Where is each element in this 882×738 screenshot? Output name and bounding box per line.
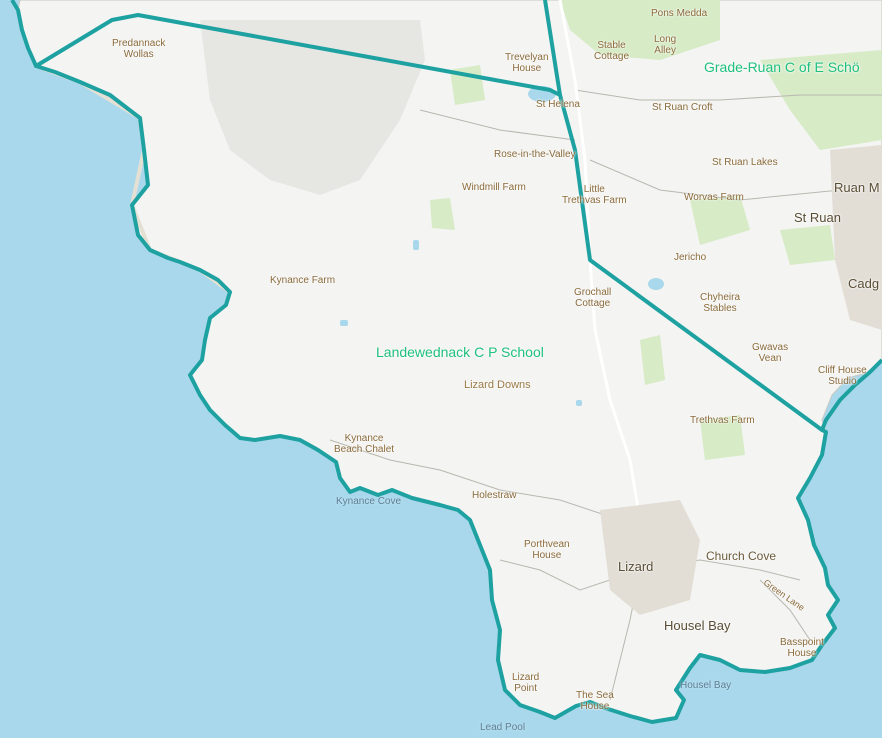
label-cadg: Cadg — [848, 276, 880, 291]
label-rose-in-the-valley: Rose-in-the-Valley — [494, 149, 576, 160]
label-bass-point-house: Basspoint House — [780, 637, 824, 659]
villages — [600, 145, 882, 615]
main-road — [558, 0, 642, 570]
label-kynance-farm: Kynance Farm — [270, 275, 336, 286]
label-predannack-wollas: Predannack Wollas — [112, 38, 166, 60]
label-lizard: Lizard — [618, 559, 654, 574]
label-windmill-farm: Windmill Farm — [462, 182, 526, 193]
label-trethvas-farm: Trethvas Farm — [690, 415, 755, 426]
label-st-ruan-lakes: St Ruan Lakes — [712, 157, 778, 168]
label-gwavas-vean: Gwavas Vean — [752, 342, 789, 364]
catchment-boundaries — [10, 0, 882, 724]
label-long-alley: Long Alley — [654, 34, 677, 56]
label-grochall-cottage: Grochall Cottage — [574, 287, 612, 309]
label-jericho: Jericho — [674, 252, 707, 263]
label-st-ruan-croft: St Ruan Croft — [652, 102, 713, 113]
label-housel-bay: Housel Bay — [664, 618, 731, 633]
label-school-landewednack: Landewednack C P School — [376, 344, 544, 360]
label-pons-medda: Pons Medda — [651, 8, 708, 19]
label-housel-bay-sea: Housel Bay — [680, 680, 732, 691]
label-lizard-point: Lizard Point — [512, 672, 540, 694]
label-worvas-farm: Worvas Farm — [684, 192, 744, 203]
label-holestraw: Holestraw — [472, 490, 517, 501]
label-lizard-downs: Lizard Downs — [464, 379, 531, 391]
label-kynance-beach-chalet: Kynance Beach Chalet — [334, 433, 395, 455]
label-st-helena: St Helena — [536, 99, 580, 110]
boundary-coast-north — [10, 0, 38, 67]
label-little-trethvas-farm: Little Trethvas Farm — [562, 184, 627, 206]
airfield-area — [200, 20, 425, 195]
label-st-ruan: St Ruan — [794, 210, 841, 225]
green-areas — [430, 0, 882, 460]
label-kynance-cove: Kynance Cove — [336, 496, 402, 507]
label-trevelyan-house: Trevelyan House — [505, 52, 549, 74]
label-church-cove: Church Cove — [706, 549, 777, 563]
label-ruan-m: Ruan M — [834, 180, 880, 195]
label-stable-cottage: Stable Cottage — [594, 40, 630, 62]
label-school-grade-ruan: Grade-Ruan C of E Schö — [704, 59, 860, 75]
boundary-landewednack — [34, 13, 840, 724]
label-the-sea-house: The Sea House — [576, 690, 614, 712]
label-lead-pool: Lead Pool — [480, 722, 526, 733]
boundary-grade-ruan — [543, 0, 882, 431]
label-porthvean-house: Porthvean House — [524, 539, 570, 561]
label-chyheira-stables: Chyheira Stables — [700, 292, 741, 314]
label-cliff-house-studio: Cliff House Studio — [818, 365, 867, 387]
